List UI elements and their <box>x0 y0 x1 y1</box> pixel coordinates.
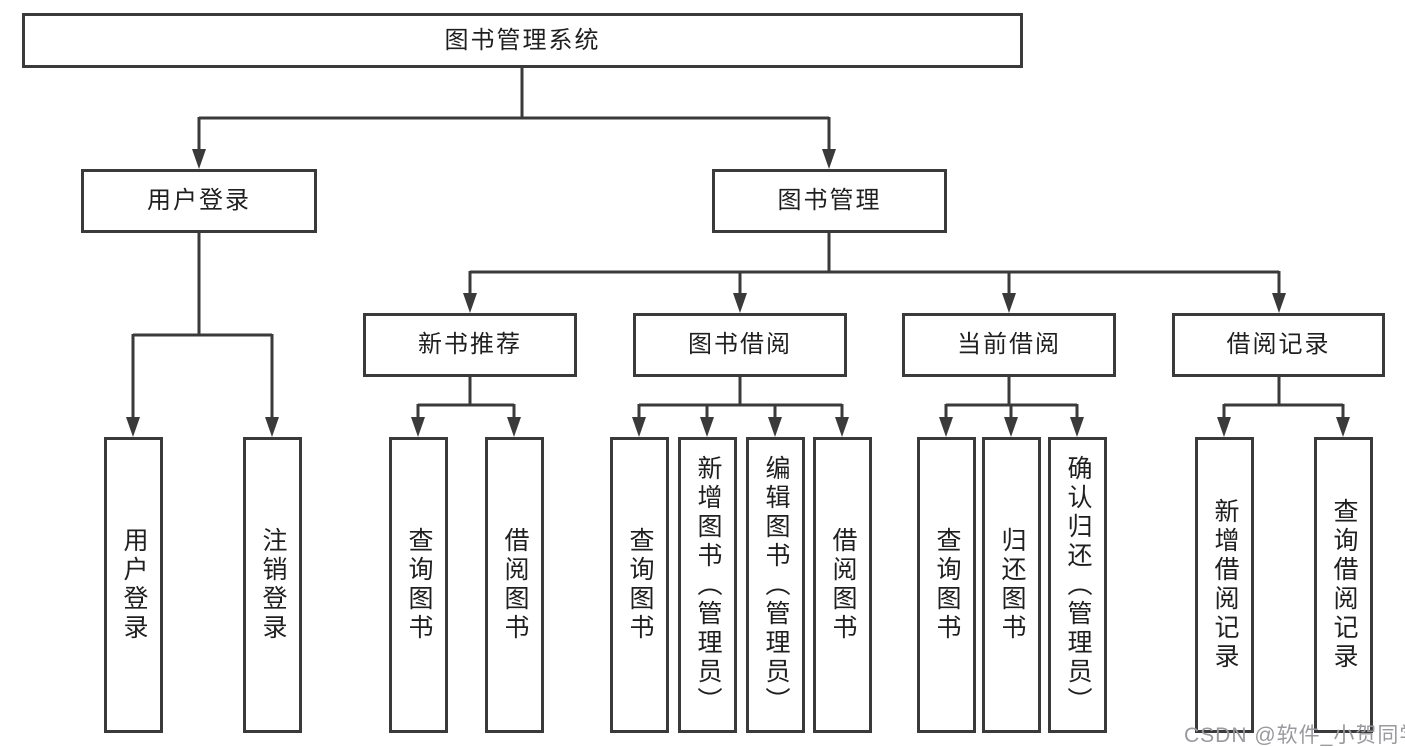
node-borrow-records: 借阅记录 <box>1172 313 1385 377</box>
leaf-borrow-books-recommend: 借阅图书 <box>485 437 544 733</box>
leaf-query-books-current: 查询图书 <box>917 437 976 733</box>
leaf-query-borrow-record: 查询借阅记录 <box>1314 437 1373 733</box>
node-current-borrow: 当前借阅 <box>902 313 1116 377</box>
node-book-management: 图书管理 <box>712 169 947 233</box>
leaf-borrow-books: 借阅图书 <box>813 437 872 733</box>
leaf-confirm-return-admin: 确认归还（管理员） <box>1048 437 1107 733</box>
node-book-borrow: 图书借阅 <box>633 313 847 377</box>
leaf-edit-books-admin: 编辑图书（管理员） <box>746 437 805 733</box>
node-root: 图书管理系统 <box>22 13 1023 68</box>
leaf-return-books: 归还图书 <box>982 437 1041 733</box>
leaf-add-books-admin: 新增图书（管理员） <box>678 437 737 733</box>
leaf-user-login: 用户登录 <box>104 437 163 733</box>
leaf-logout: 注销登录 <box>243 437 302 733</box>
leaf-add-borrow-record: 新增借阅记录 <box>1195 437 1254 733</box>
node-user-login: 用户登录 <box>81 169 317 233</box>
node-new-book-recommend: 新书推荐 <box>363 313 577 377</box>
leaf-query-books-borrow: 查询图书 <box>610 437 669 733</box>
leaf-query-books-recommend: 查询图书 <box>389 437 448 733</box>
